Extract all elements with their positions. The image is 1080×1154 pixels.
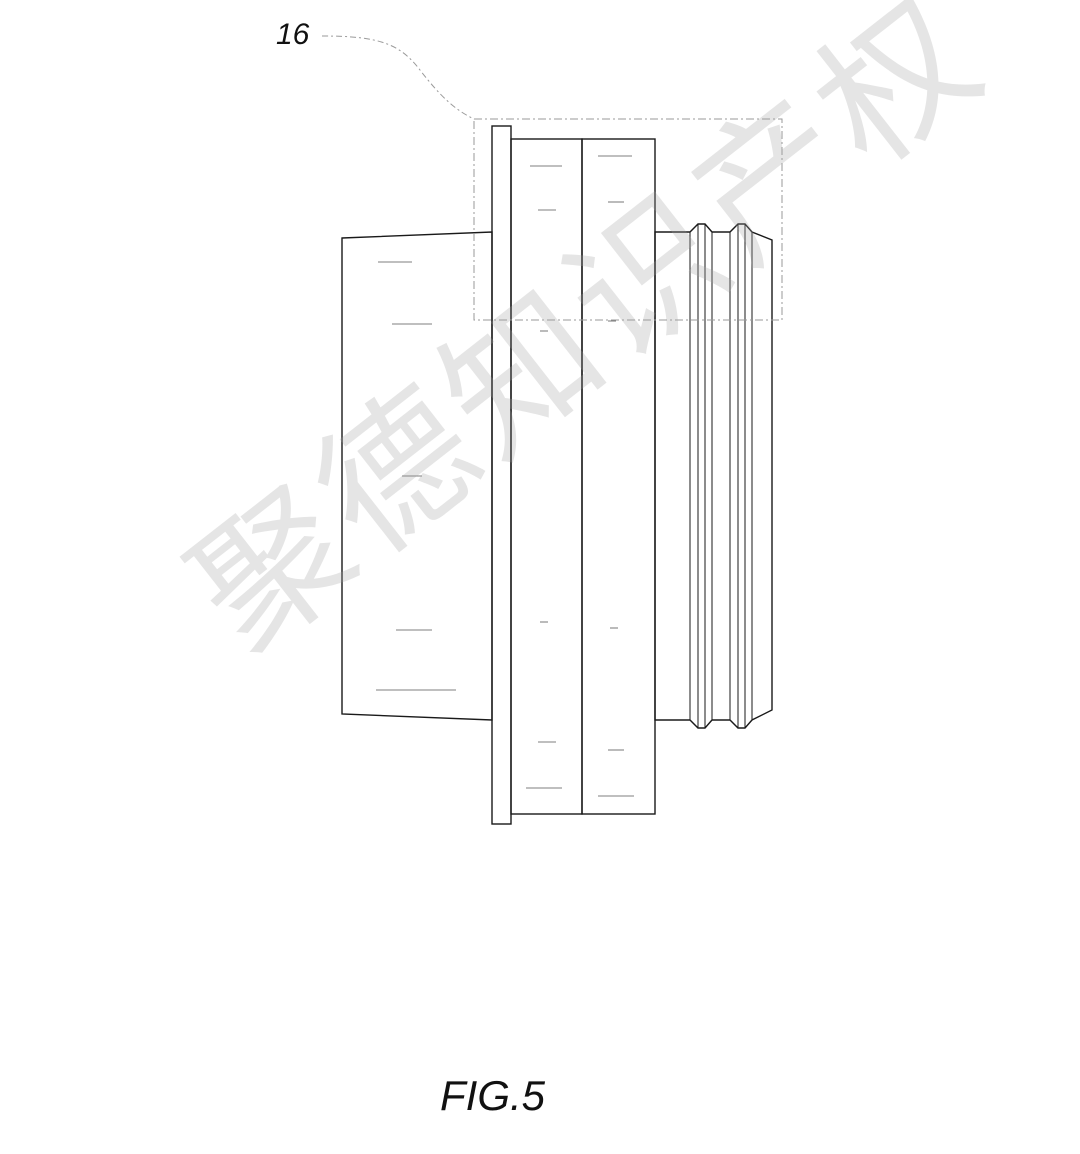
flange-plate [491,125,512,825]
reference-numeral: 16 [276,18,310,51]
detail-box [473,118,783,321]
main-cylinder-b [581,138,656,815]
threaded-neck [654,223,773,729]
surface-marks [376,155,634,797]
thread-ribs [689,224,753,728]
leader-line [321,35,475,120]
main-cylinder-a [510,138,583,815]
figure-caption: FIG.5 [440,1072,546,1119]
